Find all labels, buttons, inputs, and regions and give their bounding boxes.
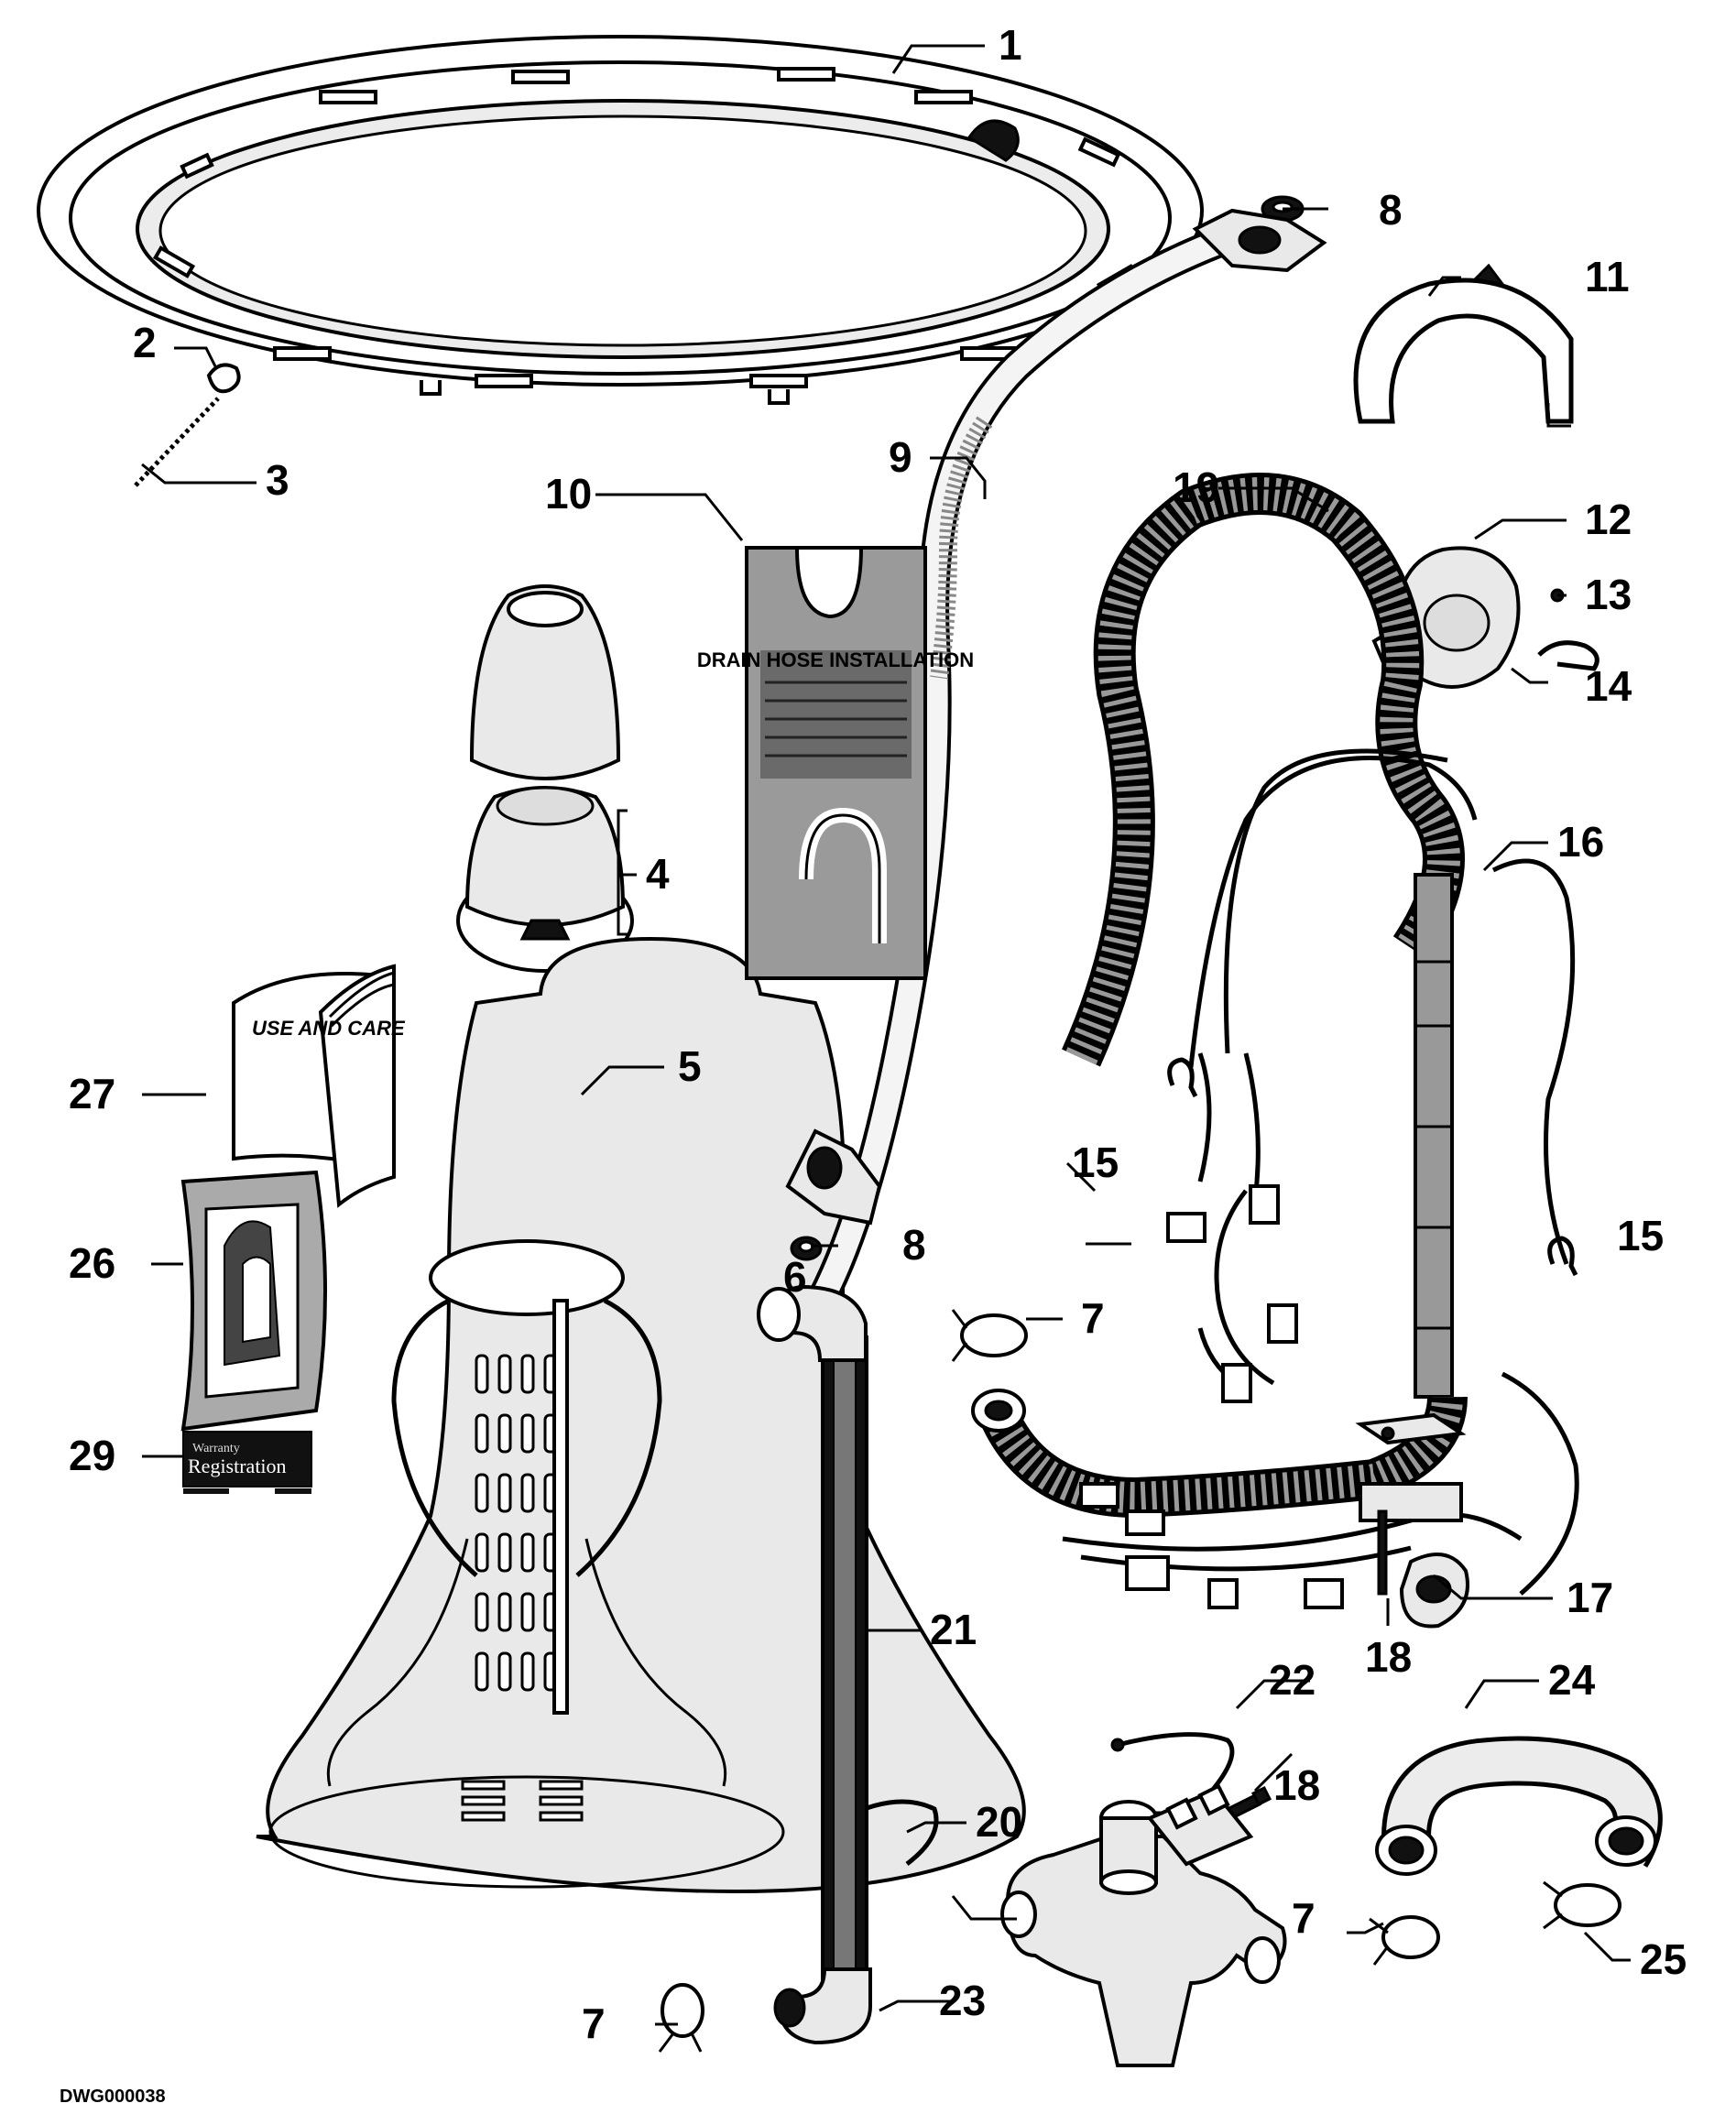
callout-12: 12 bbox=[1585, 496, 1632, 543]
callout-27: 27 bbox=[69, 1070, 115, 1117]
callout-18a: 18 bbox=[1365, 1633, 1412, 1681]
callout-7b: 7 bbox=[582, 2000, 606, 2047]
manual-title: USE AND CARE bbox=[252, 1017, 406, 1040]
callout-21: 21 bbox=[930, 1606, 977, 1653]
wire-harness-part bbox=[1166, 748, 1576, 1403]
callout-15a: 15 bbox=[1072, 1139, 1119, 1186]
callout-11: 11 bbox=[1585, 253, 1630, 300]
callout-7a: 7 bbox=[1081, 1294, 1105, 1342]
callout-9: 9 bbox=[889, 433, 912, 481]
callout-7c: 7 bbox=[1292, 1894, 1316, 1942]
use-and-care-manual-part: USE AND CARE bbox=[232, 964, 406, 1208]
callout-23: 23 bbox=[939, 1977, 986, 2024]
callout-29: 29 bbox=[69, 1432, 115, 1479]
leader-lines bbox=[141, 44, 1631, 2026]
standpipe-part bbox=[1414, 873, 1454, 1399]
callout-8a: 8 bbox=[1379, 186, 1403, 234]
inlet-hose-part bbox=[785, 208, 1327, 1327]
callout-14: 14 bbox=[1585, 662, 1632, 710]
cable-tie-part bbox=[1167, 1057, 1578, 1277]
callout-numbers: 1 2 3 4 5 6 7 7 7 8 8 9 10 11 12 13 14 1… bbox=[69, 21, 1687, 2047]
hose-clamp-part bbox=[658, 1309, 1621, 2053]
callout-6: 6 bbox=[783, 1253, 807, 1301]
filter-part bbox=[456, 584, 634, 973]
callout-16: 16 bbox=[1557, 818, 1604, 866]
u-hose-part bbox=[1375, 1736, 1663, 1876]
elbow-hose-part bbox=[757, 1284, 872, 2045]
callout-5: 5 bbox=[678, 1042, 702, 1090]
callout-1: 1 bbox=[999, 21, 1022, 69]
warranty-line-1: Warranty bbox=[192, 1442, 240, 1455]
callout-24: 24 bbox=[1548, 1656, 1596, 1704]
callout-3: 3 bbox=[266, 456, 289, 504]
lower-hose-assembly-part bbox=[971, 1371, 1579, 1629]
card-title: DRAIN HOSE INSTALLATION bbox=[697, 648, 974, 671]
drain-hose-card-part: DRAIN HOSE INSTALLATION bbox=[697, 546, 974, 980]
callout-17: 17 bbox=[1567, 1574, 1613, 1621]
drawing-id: DWG000038 bbox=[60, 2087, 166, 2107]
water-valve-part bbox=[1000, 1783, 1287, 2067]
callout-8b: 8 bbox=[902, 1221, 926, 1269]
callout-25: 25 bbox=[1640, 1935, 1687, 1983]
callout-18b: 18 bbox=[1273, 1761, 1320, 1809]
clip-part-14 bbox=[1537, 640, 1600, 671]
clip-part bbox=[206, 363, 241, 394]
callout-10: 10 bbox=[545, 470, 592, 518]
hose-guide-part bbox=[1353, 263, 1574, 428]
spring-part bbox=[134, 397, 220, 487]
callout-2: 2 bbox=[133, 319, 157, 366]
callout-19: 19 bbox=[1173, 463, 1219, 511]
callout-13: 13 bbox=[1585, 571, 1632, 618]
callout-4: 4 bbox=[646, 850, 670, 898]
callout-22: 22 bbox=[1269, 1656, 1316, 1704]
callout-15b: 15 bbox=[1617, 1212, 1664, 1259]
warranty-line-2: Registration bbox=[188, 1455, 287, 1477]
callout-26: 26 bbox=[69, 1239, 115, 1287]
parts-bag-part bbox=[180, 1170, 327, 1432]
wire-clamp-part bbox=[841, 1799, 939, 1866]
warranty-registration-part: Warranty Registration bbox=[182, 1431, 312, 1494]
callout-20: 20 bbox=[976, 1798, 1022, 1846]
corrugated-drain-hose-part bbox=[1062, 473, 1465, 1067]
tub-ring-part bbox=[37, 35, 1204, 405]
